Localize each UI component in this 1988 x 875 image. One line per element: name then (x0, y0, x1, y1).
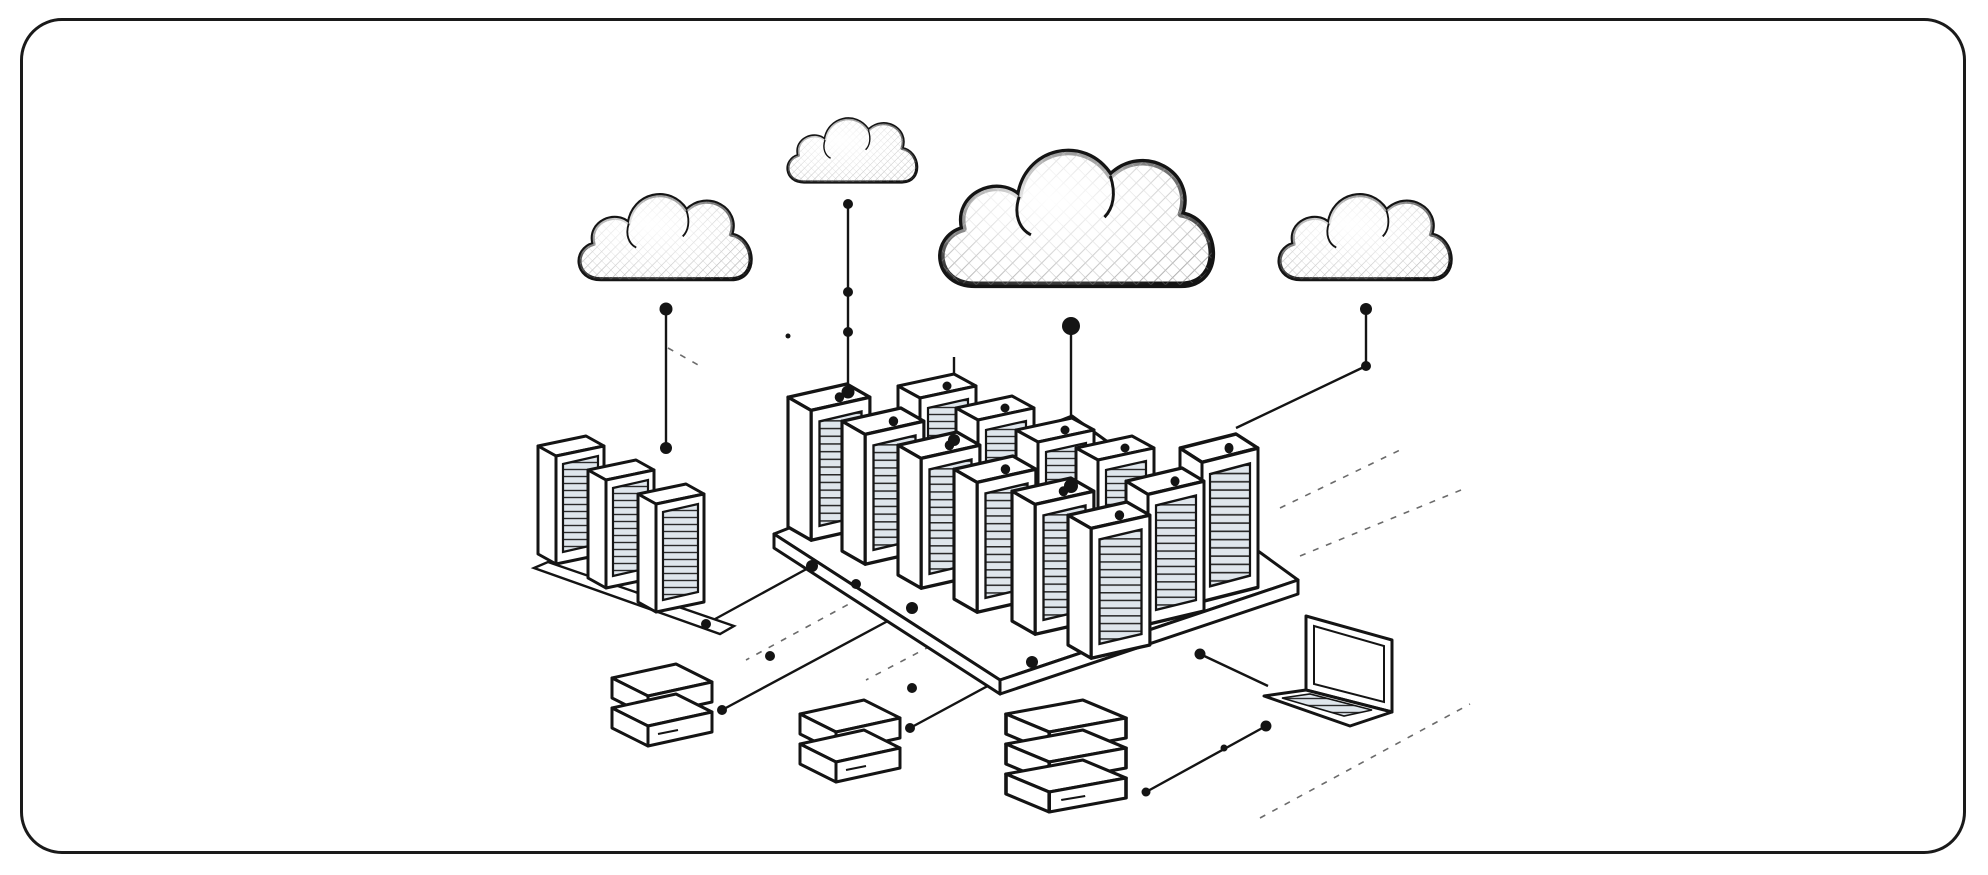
cloud-node (580, 195, 751, 279)
storage-unit (1004, 698, 1128, 814)
storage-unit (798, 698, 902, 784)
cloud-node (941, 152, 1211, 285)
server-rack (1066, 500, 1152, 660)
dashed-lines (667, 347, 1471, 819)
laptop-icon (1262, 614, 1394, 728)
storage-unit (610, 662, 714, 748)
cloud-node (1280, 195, 1451, 279)
server-cluster-left (530, 434, 737, 636)
connection-lines (664, 204, 1368, 794)
cloud-node (786, 117, 919, 184)
server-rack (636, 482, 706, 614)
junction-dots (659, 199, 1372, 797)
